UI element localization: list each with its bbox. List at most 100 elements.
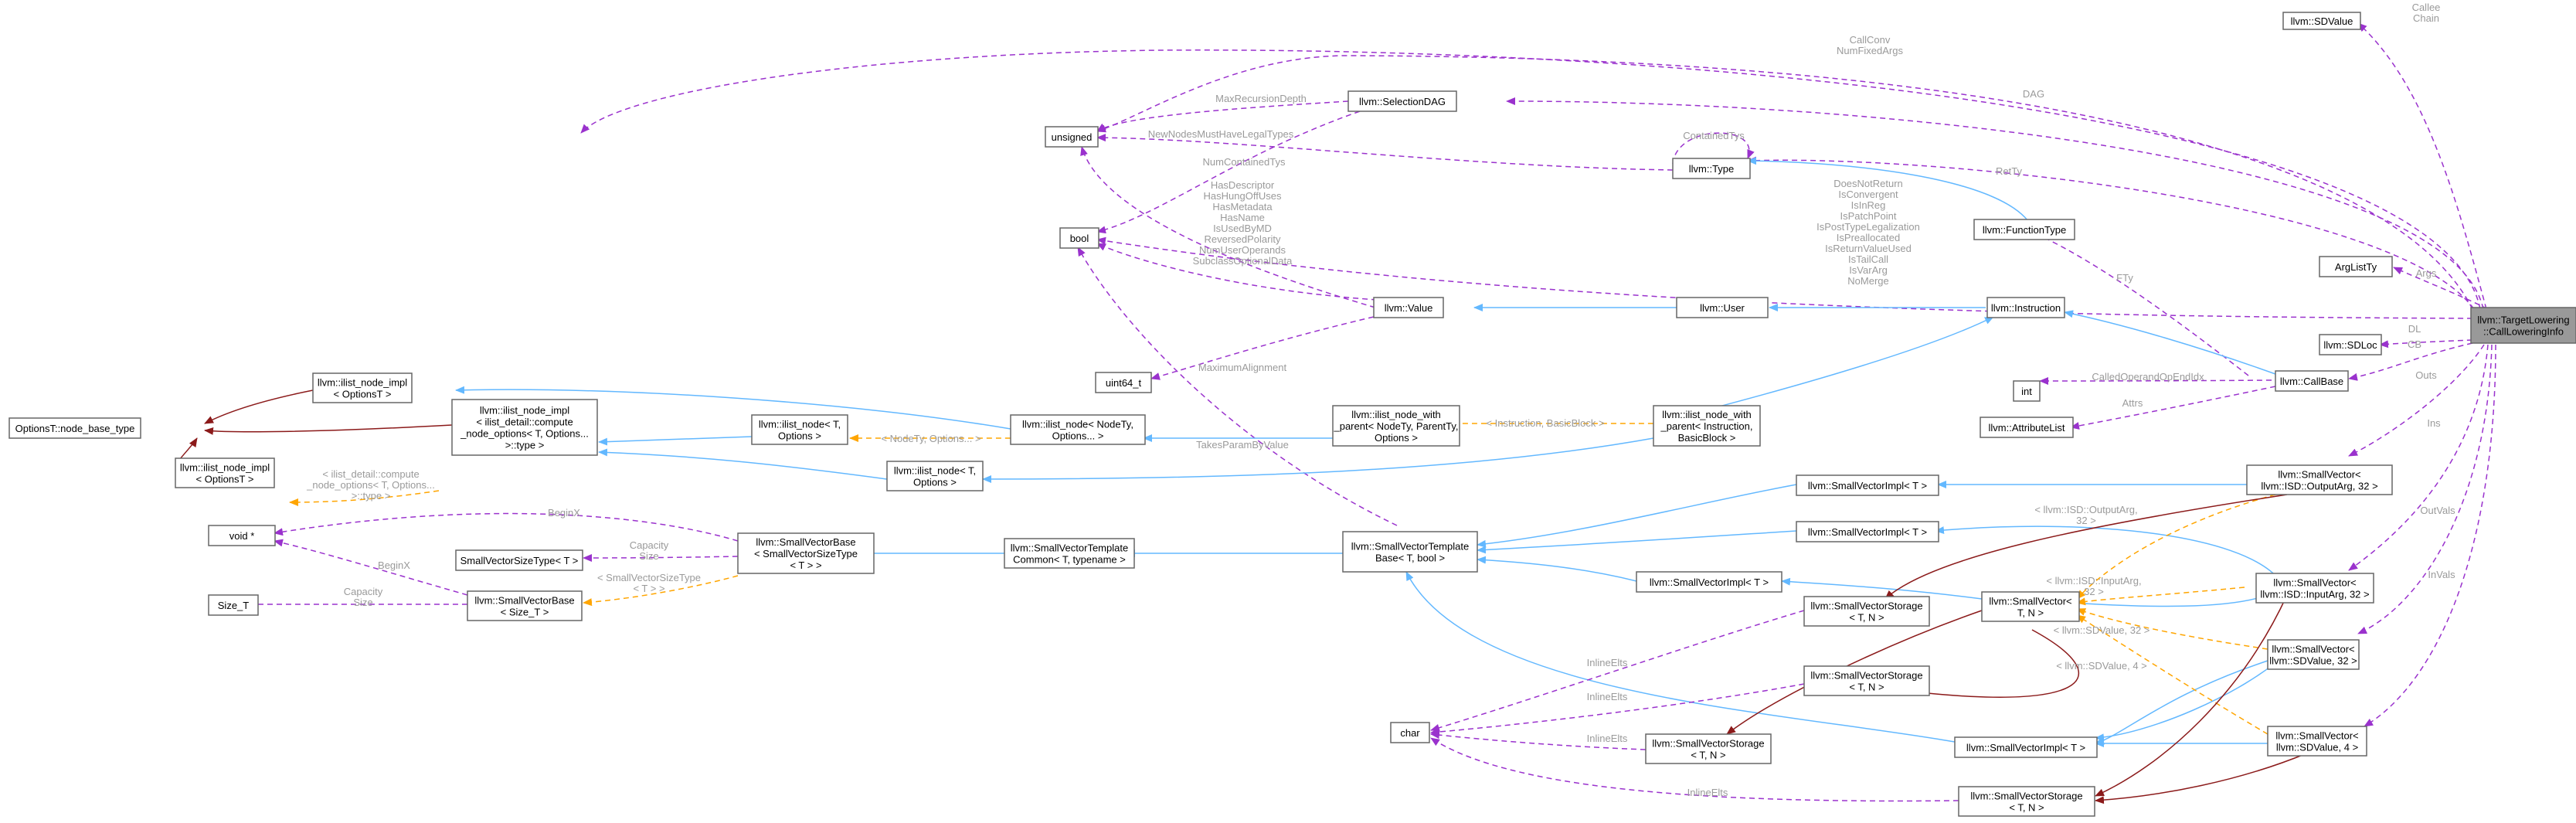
- node-main[interactable]: llvm::TargetLowering::CallLoweringInfo: [2470, 307, 2576, 344]
- node-instruction[interactable]: llvm::Instruction: [1986, 297, 2065, 318]
- node-label: < T, N >: [1849, 612, 1884, 624]
- node-ilist-impl-opt2[interactable]: llvm::ilist_node_impl< OptionsT >: [175, 457, 275, 488]
- edge-svimpl4-svtb: [1405, 571, 1956, 743]
- node-svstorage-3[interactable]: llvm::SmallVectorStorage< T, N >: [1645, 733, 1772, 764]
- edge-fty: [2027, 230, 2249, 376]
- edge-label-callconv: CallConv: [1850, 34, 1891, 46]
- node-box: [737, 532, 875, 574]
- node-char[interactable]: char: [1390, 722, 1430, 743]
- node-bool[interactable]: bool: [1059, 227, 1099, 249]
- edge-label-inlineelts1: InlineElts: [1587, 657, 1628, 668]
- node-box: [1059, 227, 1099, 249]
- edge-svTN-storage2: [1854, 629, 2079, 698]
- node-label: llvm::SmallVectorStorage: [1970, 791, 2082, 802]
- node-ilist-node-T[interactable]: llvm::ilist_node< T,Options >: [751, 414, 848, 445]
- node-svimpl-2[interactable]: llvm::SmallVectorImpl< T >: [1796, 521, 1939, 542]
- node-svimpl-4[interactable]: llvm::SmallVectorImpl< T >: [1954, 736, 2098, 758]
- node-value[interactable]: llvm::Value: [1373, 297, 1444, 318]
- node-label: Base< T, bool >: [1375, 553, 1445, 564]
- node-options-base[interactable]: OptionsT::node_base_type: [8, 417, 141, 439]
- node-label: llvm::ilist_node_with: [1351, 409, 1441, 420]
- node-uint64[interactable]: uint64_t: [1095, 372, 1152, 393]
- node-sdloc[interactable]: llvm::SDLoc: [2319, 334, 2382, 355]
- edge-numcontainedtys: [1096, 134, 1674, 171]
- node-label: Options >: [1375, 432, 1418, 444]
- node-ilist-parent-inst[interactable]: llvm::ilist_node_with_parent< Instructio…: [1653, 405, 1761, 447]
- edge-label-outvals: OutVals: [2420, 505, 2455, 516]
- node-box: [2275, 370, 2349, 392]
- node-ilist-node-T2[interactable]: llvm::ilist_node< T,Options >: [886, 461, 984, 491]
- edge-label-ins: Ins: [2427, 417, 2441, 429]
- node-label: llvm::AttributeList: [1989, 422, 2065, 434]
- node-svstorage-4[interactable]: llvm::SmallVectorStorage< T, N >: [1958, 786, 2095, 817]
- node-label: < Size_T >: [501, 607, 549, 618]
- node-sv-sdvalue4[interactable]: llvm::SmallVector<llvm::SDValue, 4 >: [2267, 726, 2367, 757]
- node-unsigned[interactable]: unsigned: [1045, 126, 1099, 148]
- edge-label-maxrecursion: MaxRecursionDepth: [1215, 93, 1307, 104]
- edge-label-callconv: NumFixedArgs: [1837, 45, 1903, 56]
- edge-implopt-base: [204, 389, 314, 424]
- node-user[interactable]: llvm::User: [1676, 297, 1769, 318]
- node-selectiondag[interactable]: llvm::SelectionDAG: [1347, 90, 1457, 112]
- edge-label-inlineelts3: InlineElts: [1587, 733, 1628, 744]
- node-svstorage-1[interactable]: llvm::SmallVectorStorage< T, N >: [1803, 596, 1930, 627]
- node-svimpl-1[interactable]: llvm::SmallVectorImpl< T >: [1796, 474, 1939, 496]
- edge-label-capacity-size2: Capacity: [344, 586, 383, 597]
- edge-ilistT2-impl: [598, 448, 888, 480]
- node-box: [1390, 722, 1430, 743]
- edge-svTN-svimpl3: [1781, 577, 1983, 600]
- node-label: llvm::User: [1700, 302, 1745, 314]
- node-box: [175, 457, 275, 488]
- node-sv-sdvalue32[interactable]: llvm::SmallVector<llvm::SDValue, 32 >: [2267, 639, 2360, 670]
- edge-label-svst-t: < T > >: [633, 583, 664, 594]
- node-label: llvm::SDLoc: [2323, 339, 2377, 351]
- node-ilist-impl-compute[interactable]: llvm::ilist_node_impl< ilist_detail::com…: [451, 399, 598, 456]
- node-attributelist[interactable]: llvm::AttributeList: [1980, 417, 2074, 438]
- node-box: [2267, 726, 2367, 757]
- node-type[interactable]: llvm::Type: [1672, 158, 1751, 179]
- node-voidptr[interactable]: void *: [208, 525, 276, 546]
- node-svsizetype[interactable]: SmallVectorSizeType< T >: [455, 549, 583, 571]
- node-label: Options... >: [1052, 430, 1104, 442]
- node-int[interactable]: int: [2013, 380, 2041, 402]
- node-arglistty[interactable]: ArgListTy: [2319, 256, 2393, 277]
- node-sv-inputarg[interactable]: llvm::SmallVector<llvm::ISD::InputArg, 3…: [2255, 573, 2374, 604]
- node-label: SmallVectorSizeType< T >: [460, 555, 579, 566]
- node-label: < T, N >: [2009, 802, 2044, 814]
- edge-ilistnodety-impl: [455, 386, 1011, 430]
- edge-label-containedtys: ContainedTys: [1683, 130, 1745, 141]
- edge-svout-template: [2076, 494, 2276, 600]
- node-svstorage-2[interactable]: llvm::SmallVectorStorage< T, N >: [1803, 665, 1930, 696]
- node-sv-outputarg[interactable]: llvm::SmallVector<llvm::ISD::OutputArg, …: [2246, 464, 2393, 495]
- node-functiontype[interactable]: llvm::FunctionType: [1973, 219, 2075, 240]
- node-sv-TN[interactable]: llvm::SmallVector<T, N >: [1981, 591, 2080, 622]
- node-sizet[interactable]: Size_T: [208, 594, 259, 616]
- node-ilist-parent-generic[interactable]: llvm::ilist_node_with_parent< NodeTy, Pa…: [1332, 405, 1460, 447]
- node-box: [1332, 405, 1460, 447]
- node-callbase[interactable]: llvm::CallBase: [2275, 370, 2349, 392]
- edge-ilistT-compute: [598, 436, 753, 446]
- edge-label-value-flags: HasName: [1220, 212, 1265, 223]
- node-label: ::CallLoweringInfo: [2483, 326, 2564, 338]
- edge-label-cb: CB: [2408, 338, 2421, 350]
- node-label: llvm::SmallVectorImpl< T >: [1650, 576, 1769, 588]
- node-box: [886, 461, 984, 491]
- node-box: [1803, 665, 1930, 696]
- node-label: llvm::SDValue, 32 >: [2269, 655, 2357, 667]
- node-svimpl-3[interactable]: llvm::SmallVectorImpl< T >: [1636, 571, 1782, 593]
- node-ilist-node-NodeTy[interactable]: llvm::ilist_node< NodeTy,Options... >: [1010, 414, 1146, 445]
- edge-callee-chain: [2357, 22, 2487, 310]
- node-label: int: [2021, 386, 2032, 397]
- node-ilist-impl-opt[interactable]: llvm::ilist_node_impl< OptionsT >: [312, 372, 413, 403]
- edge-label-value-flags: HasMetadata: [1212, 201, 1273, 213]
- edge-label-args: Args: [2416, 267, 2437, 279]
- edge-calledoperand: [2039, 376, 2272, 385]
- node-label: uint64_t: [1106, 377, 1142, 389]
- node-sdvalue-top[interactable]: llvm::SDValue: [2282, 12, 2361, 30]
- node-svbase-sizet[interactable]: llvm::SmallVectorBase< Size_T >: [467, 590, 583, 621]
- node-label: llvm::SmallVectorStorage: [1810, 600, 1922, 612]
- node-label: llvm::Instruction: [1991, 302, 2061, 314]
- node-svbase-svst[interactable]: llvm::SmallVectorBase< SmallVectorSizeTy…: [737, 532, 875, 574]
